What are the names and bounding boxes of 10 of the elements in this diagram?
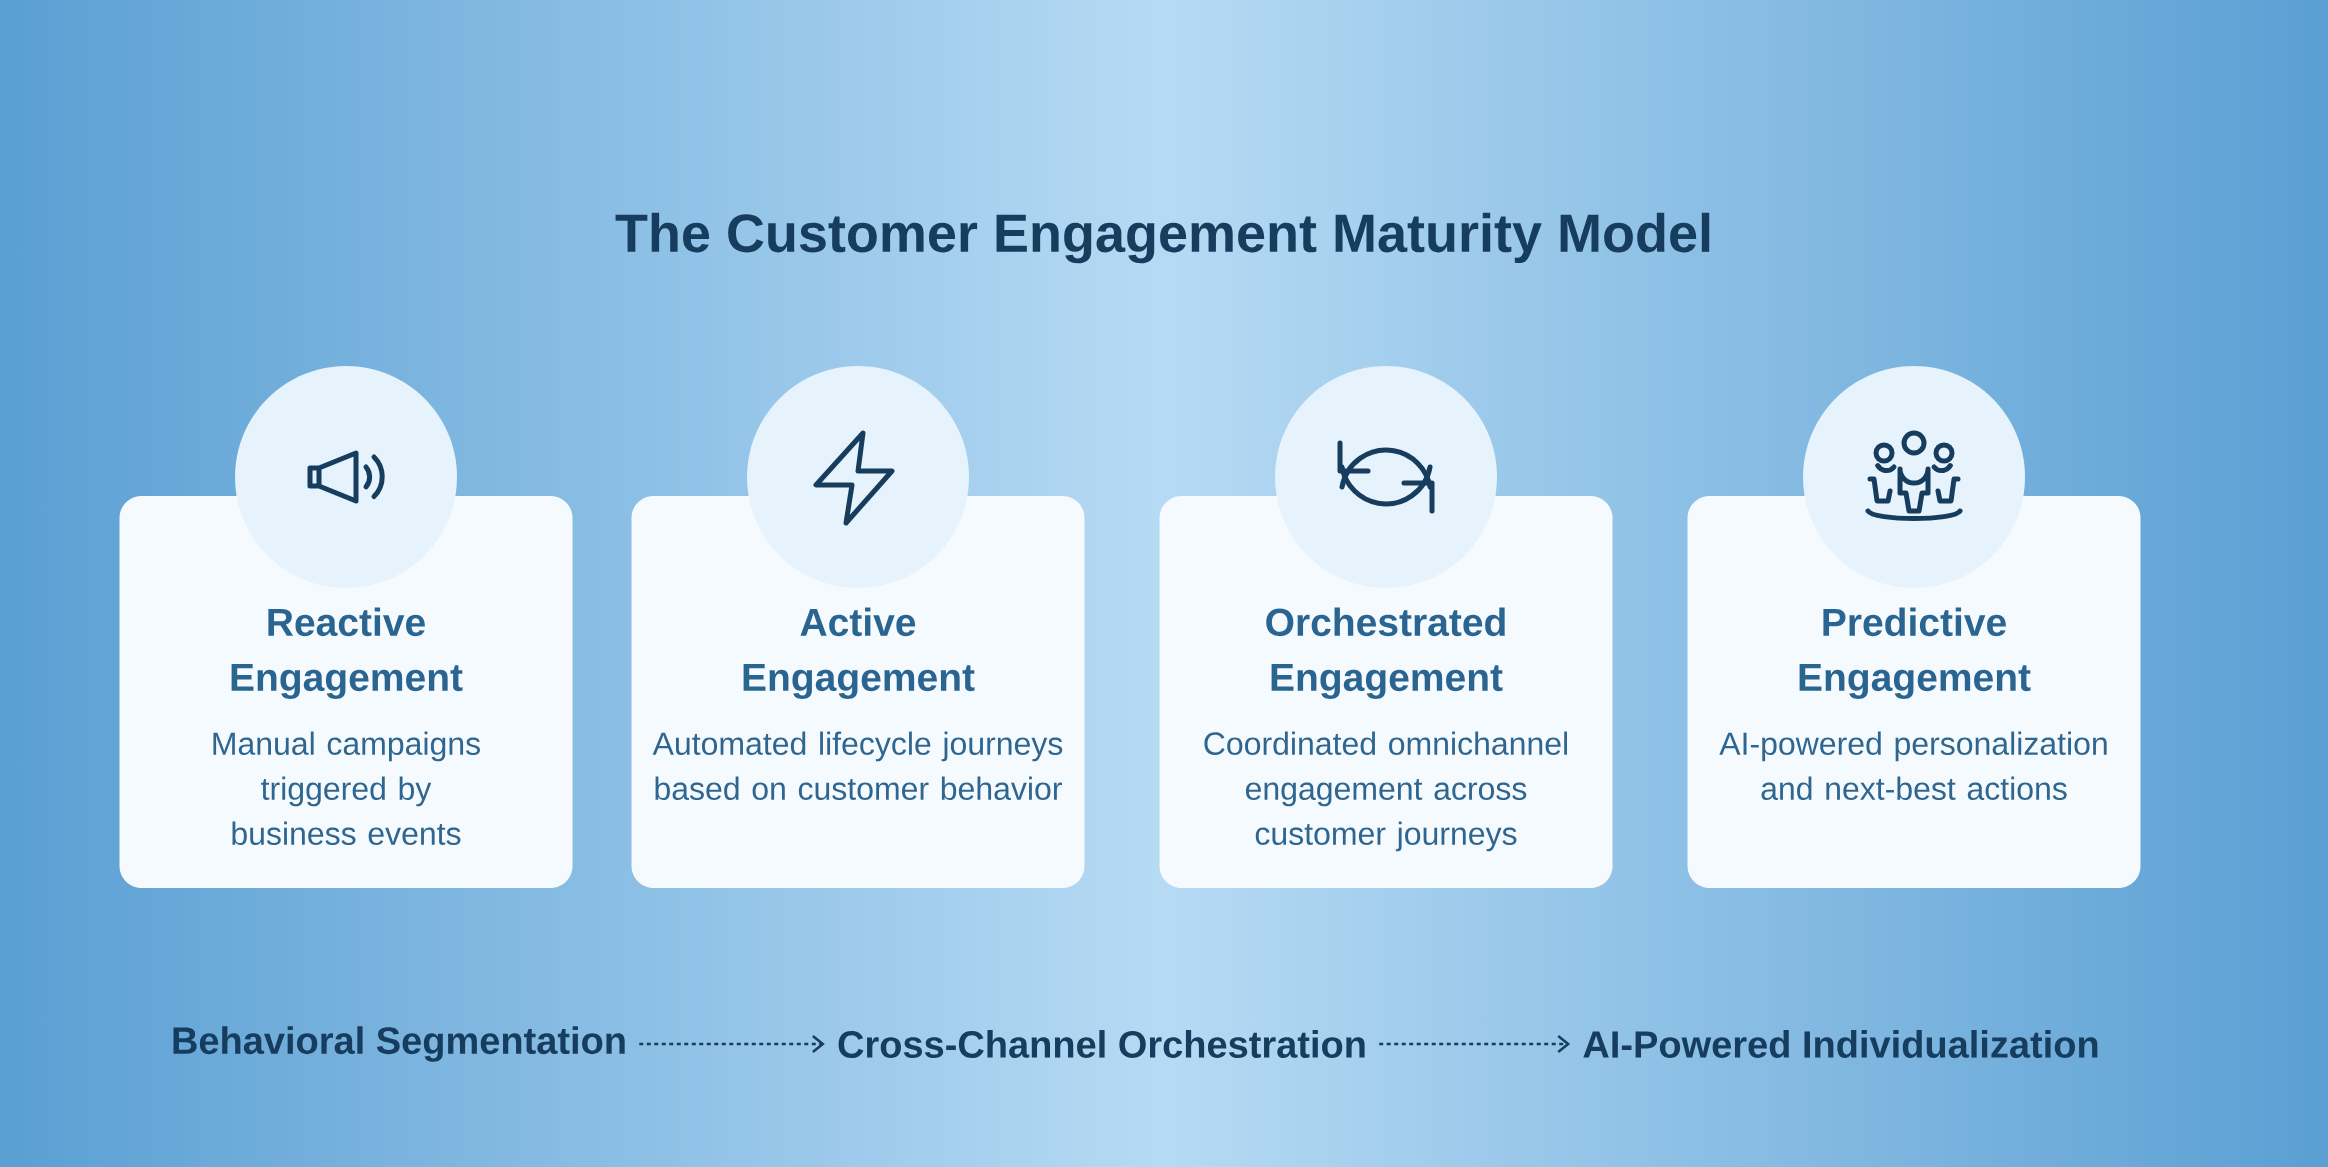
stage-card: Reactive Engagement Manual campaigns triggered by business events bbox=[119, 496, 573, 888]
arrow bbox=[639, 1035, 825, 1053]
stage-card: Predictive Engagement AI-powered personalization and next-best actions bbox=[1687, 496, 2141, 888]
arrow bbox=[1379, 1035, 1571, 1053]
stage-label: Cross-Channel Orchestration bbox=[838, 1030, 1365, 1058]
title: The Customer Engagement Maturity Model bbox=[615, 212, 1710, 264]
stage-card: Active Engagement Automated lifecycle journeys based on customer behavior bbox=[631, 496, 1085, 888]
stage-label: Behavioral Segmentation bbox=[173, 1026, 625, 1062]
stage-label: AI-Powered Individualization bbox=[1583, 1030, 2098, 1058]
stage-card: Orchestrated Engagement Coordinated omnichannel engagement across customer journeys bbox=[1159, 496, 1613, 888]
